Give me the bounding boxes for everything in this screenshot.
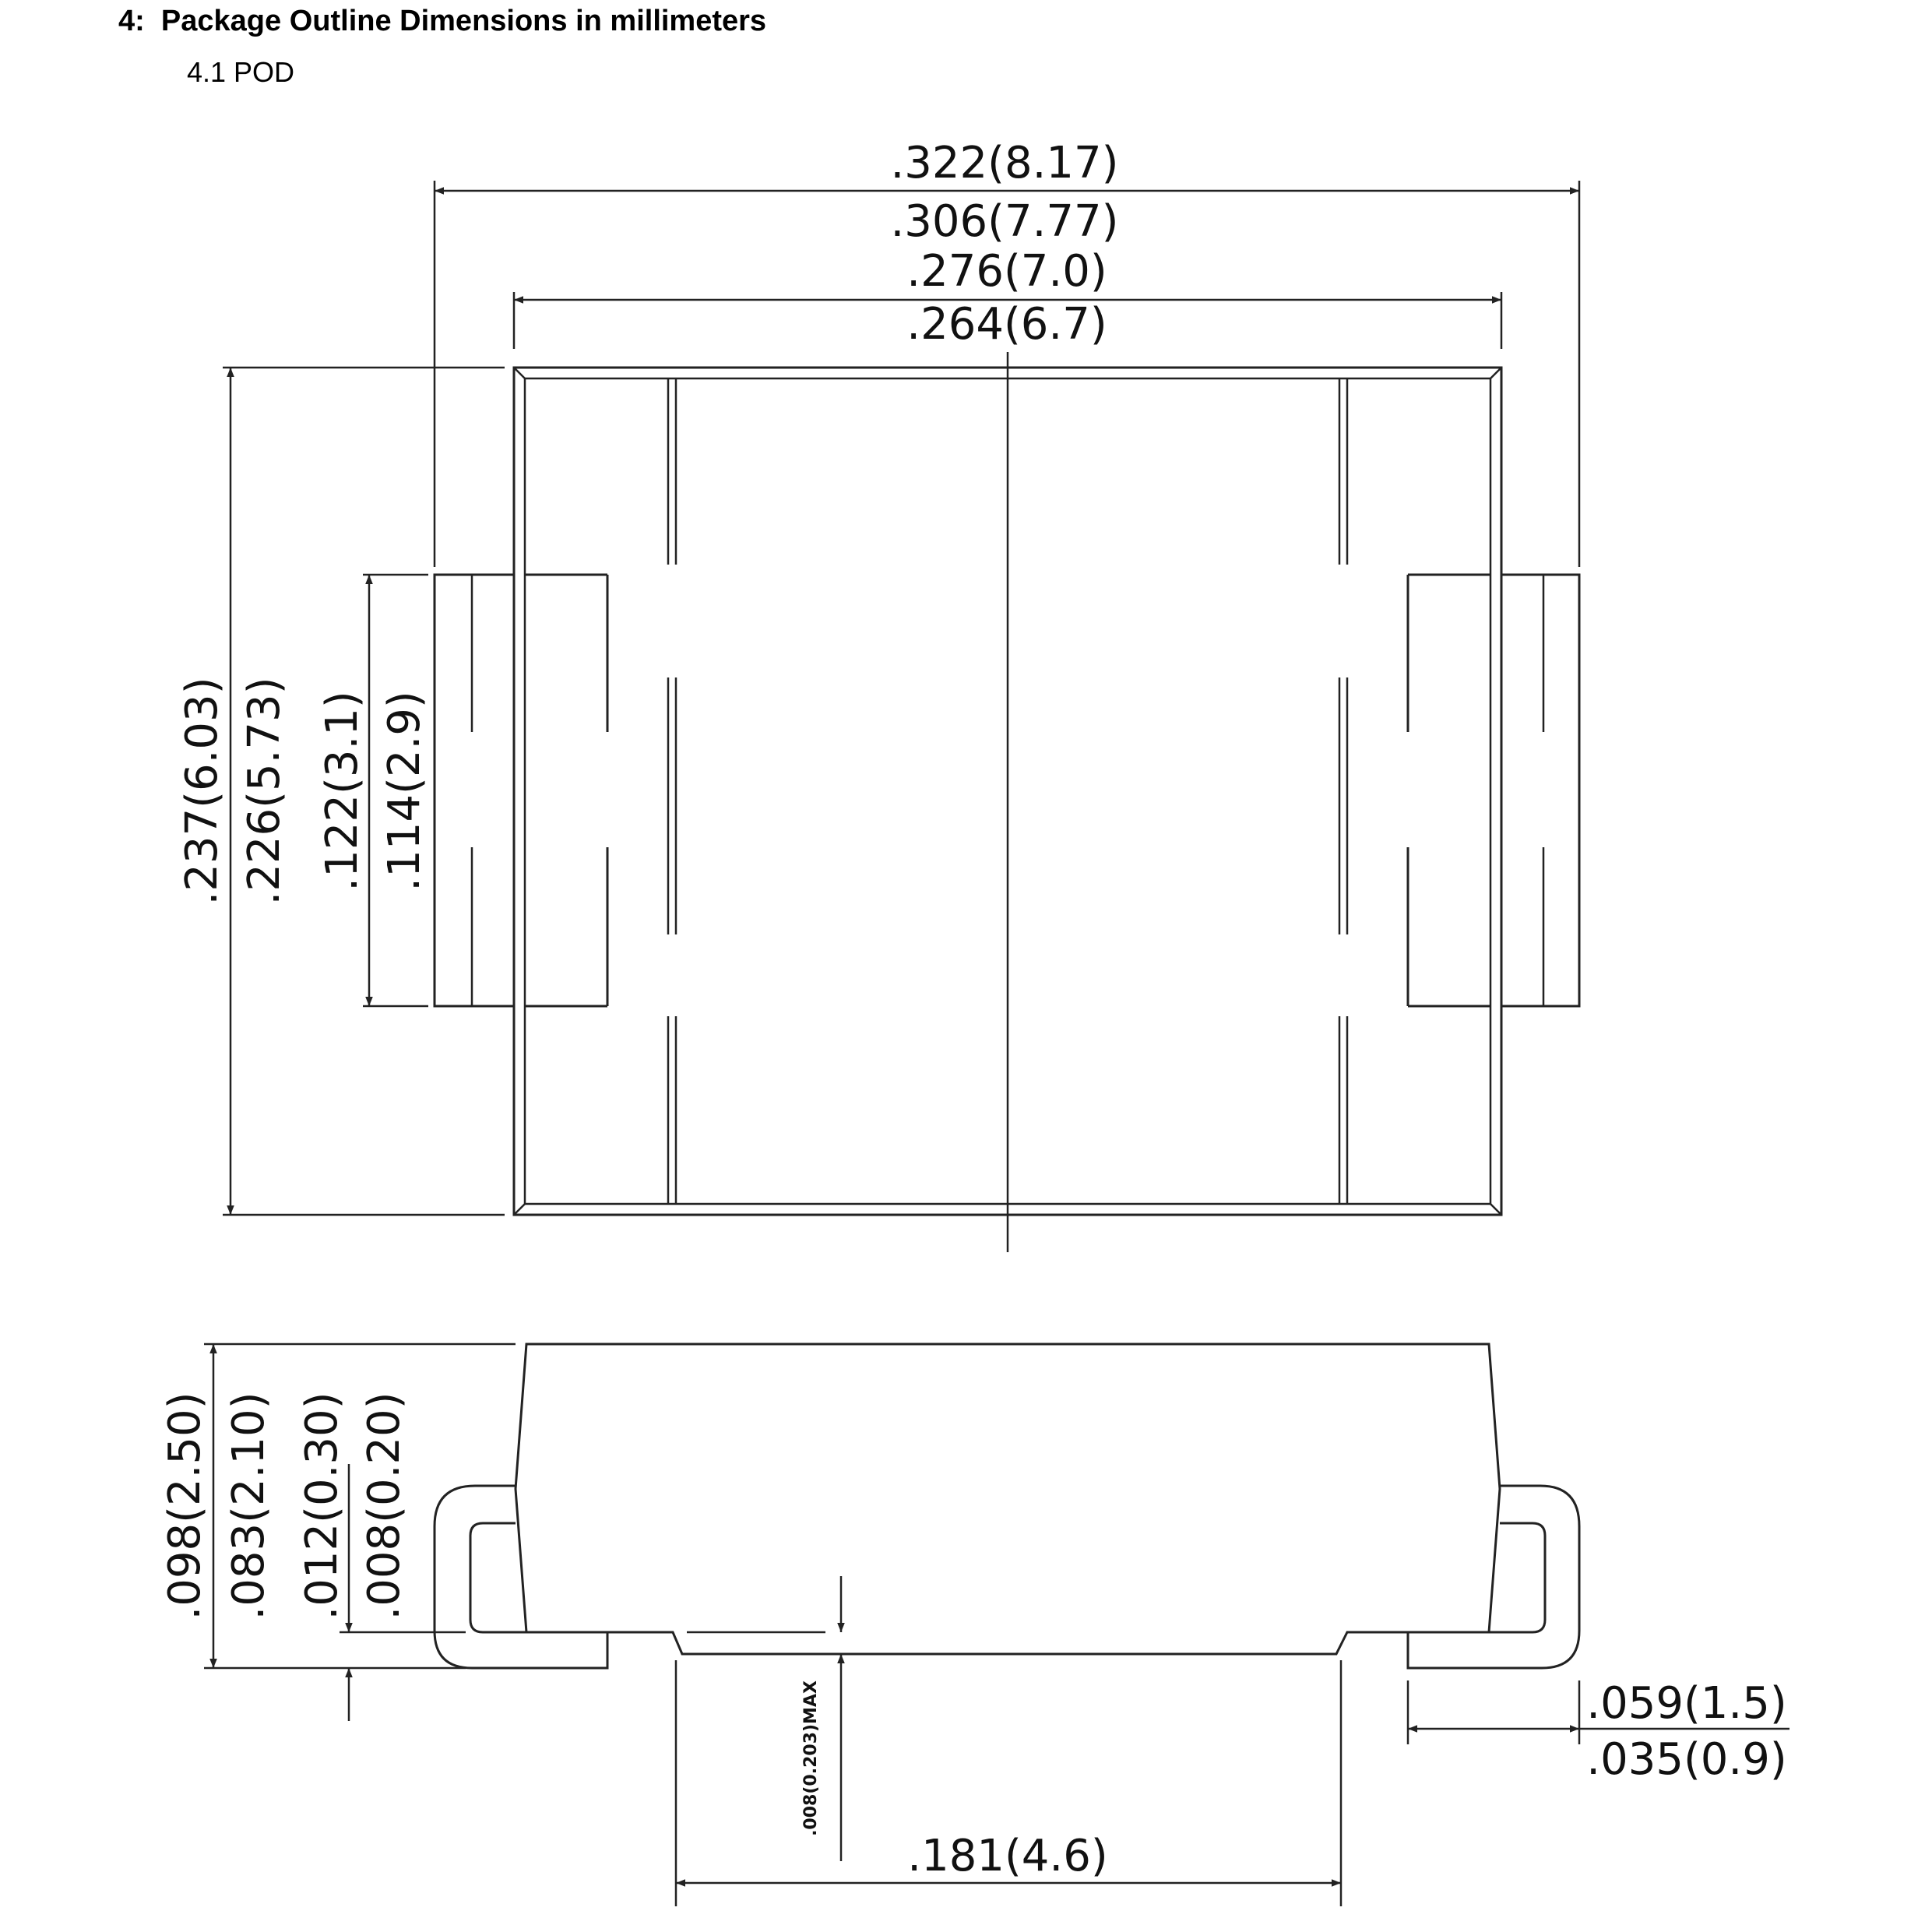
body-width-dimension: .276(7.0) .264(6.7) xyxy=(512,246,1503,350)
body-width-min-label: .264(6.7) xyxy=(906,299,1107,350)
right-lead-side xyxy=(1406,1484,1581,1670)
bottom-width-label: .181(4.6) xyxy=(907,1831,1107,1881)
section-title: Package Outline Dimensions in millimeter… xyxy=(160,5,767,37)
foot-length-dimension: .059(1.5) .035(0.9) xyxy=(1406,1678,1789,1785)
overall-width-dimension: .322(8.17) .306(7.77) xyxy=(433,138,1581,567)
height-max-label: .098(2.50) xyxy=(160,1392,210,1620)
inner-right-lines xyxy=(1338,378,1349,1204)
lead-thickness-max-label: .012(0.30) xyxy=(297,1392,347,1620)
foot-length-max-label: .059(1.5) xyxy=(1586,1678,1786,1729)
overall-width-min-label: .306(7.77) xyxy=(890,196,1118,247)
body-height-dimension: .237(6.03) .226(5.73) xyxy=(177,366,505,1216)
lead-width-max-label: .122(3.1) xyxy=(317,691,368,891)
top-view: .322(8.17) .306(7.77) .276(7.0) .264(6.7… xyxy=(177,138,1581,1252)
height-dimension: .098(2.50) .083(2.10) xyxy=(160,1343,516,1670)
bottom-width-dimension: .181(4.6) xyxy=(674,1660,1343,1906)
right-lead-top xyxy=(1406,573,1581,1008)
lead-width-dimension: .122(3.1) .114(2.9) xyxy=(317,573,430,1008)
lead-thickness-min-label: .008(0.20) xyxy=(359,1392,410,1620)
subsection-heading: 4.1 POD xyxy=(187,56,295,88)
standoff-label: .008(0.203)MAX xyxy=(801,1680,821,1836)
overall-width-max-label: .322(8.17) xyxy=(890,138,1118,188)
body-width-max-label: .276(7.0) xyxy=(906,246,1107,297)
side-view: .098(2.50) .083(2.10) .012(0.30) .008(0.… xyxy=(160,1343,1789,1906)
foot-length-min-label: .035(0.9) xyxy=(1586,1734,1786,1785)
body-height-max-label: .237(6.03) xyxy=(177,677,227,905)
lead-thickness-dimension: .012(0.30) .008(0.20) xyxy=(297,1392,466,1721)
body-height-min-label: .226(5.73) xyxy=(239,677,290,905)
left-lead-top xyxy=(433,573,609,1008)
height-min-label: .083(2.10) xyxy=(223,1392,274,1620)
package-body-top xyxy=(512,366,1503,1216)
section-number: 4: xyxy=(118,5,145,37)
package-body-side xyxy=(514,1343,1501,1656)
inner-left-lines xyxy=(667,378,677,1204)
section-heading: 4: Package Outline Dimensions in millime… xyxy=(118,5,766,38)
lead-width-min-label: .114(2.9) xyxy=(379,691,430,891)
standoff-dimension: .008(0.203)MAX xyxy=(801,1576,845,1861)
left-lead-side xyxy=(433,1484,609,1670)
